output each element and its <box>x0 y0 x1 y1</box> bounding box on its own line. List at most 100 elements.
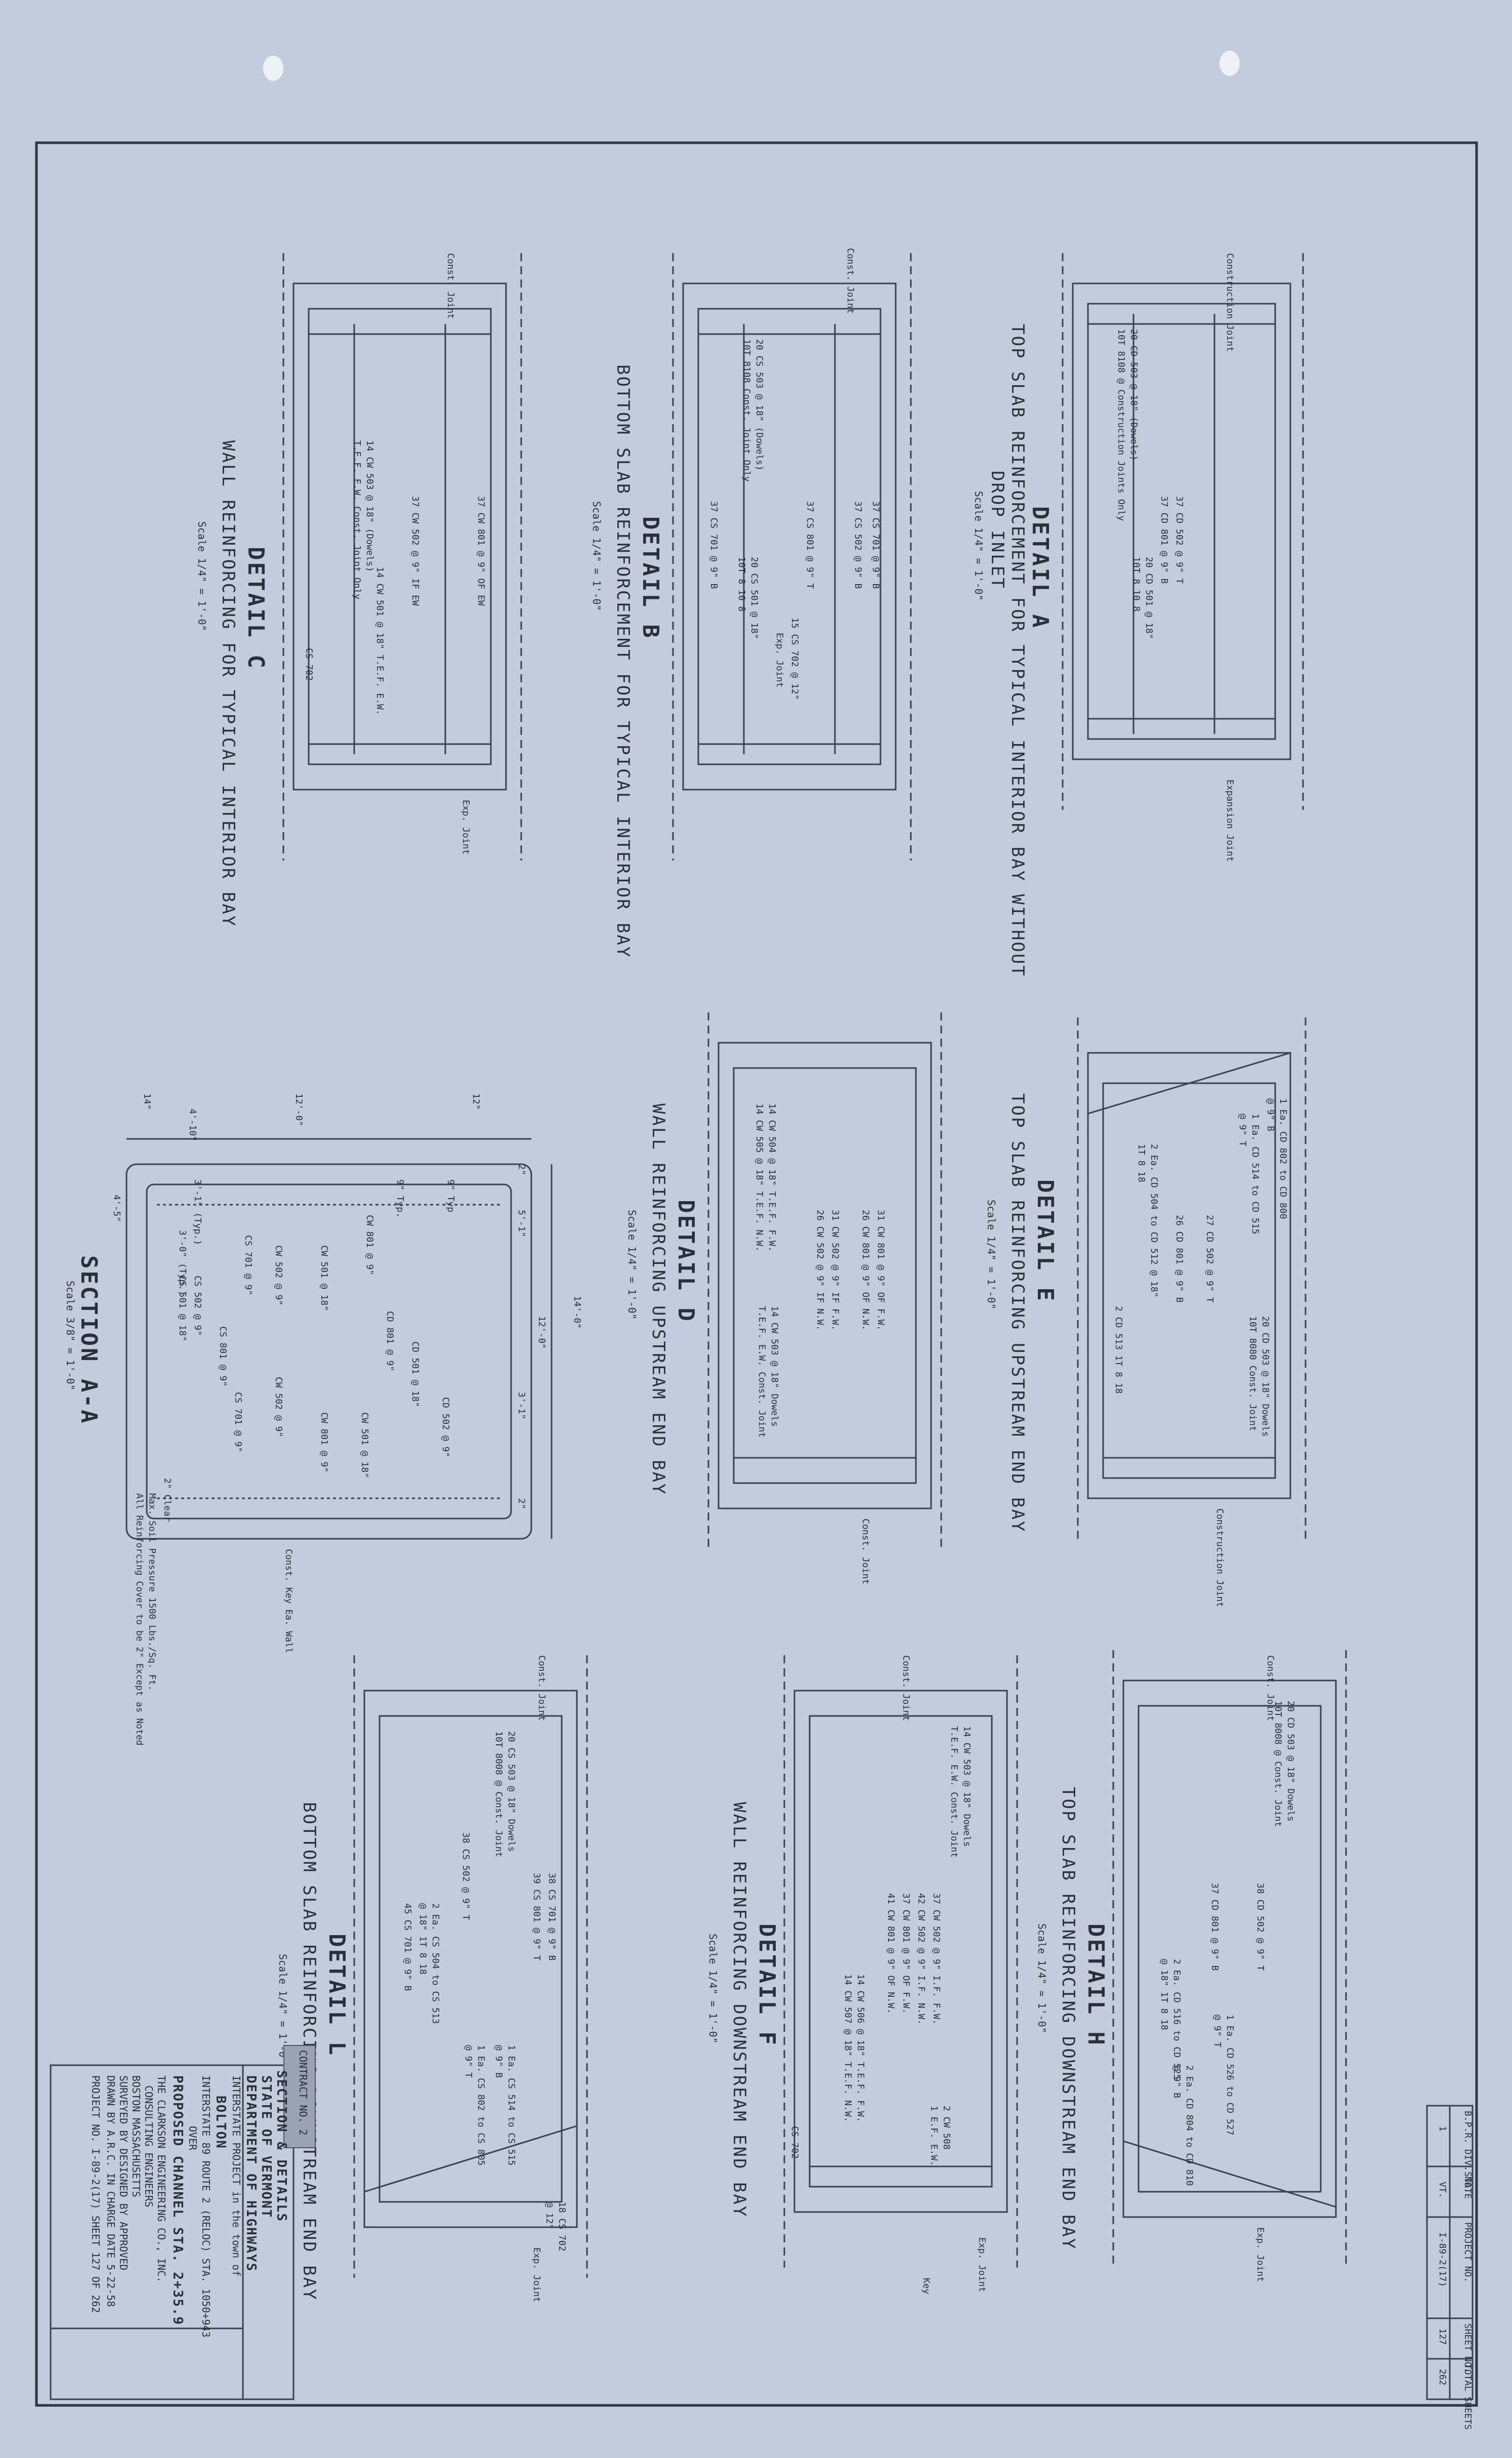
detail-b-note: 10T 8 10 8 <box>736 557 747 612</box>
corner-header: PROJECT NO. <box>1462 2222 1473 2283</box>
detail-f-note: 1 E.F. E.W. <box>929 2106 939 2166</box>
detail-l-note: 1 Ea. CS 514 to CS 515 <box>506 2045 517 2166</box>
detail-l-note: 18 CS 702 <box>557 2202 567 2251</box>
detail-e-note: @ 9" B <box>1265 1098 1276 1132</box>
detail-b-note: Exp. Joint <box>774 633 785 688</box>
detail-l-note: @ 9" B <box>493 2045 504 2078</box>
section-note: CW 502 @ 9" <box>273 1245 284 1306</box>
detail-h-subtitle: TOP SLAB REINFORCING DOWNSTREAM END BAY <box>1058 1787 1078 2250</box>
section-dim: 2" <box>516 1498 527 1509</box>
title-block-line: CONSULTING ENGINEERS <box>143 2085 155 2207</box>
detail-f-note: 2 CW 508 <box>941 2106 952 2150</box>
detail-e-note: 2 Ea. CD 504 to CD 512 @ 18" <box>1149 1144 1159 1298</box>
section-dim: 14" <box>142 1093 152 1110</box>
detail-f-note: 14 CW 503 @ 18" Dowels <box>961 1726 972 1847</box>
detail-h-note: @ 18" 1T 8 18 <box>1159 1959 1169 2030</box>
detail-l-note: Const. Joint <box>536 1655 547 1722</box>
detail-b-note: Const. Joint <box>845 248 856 314</box>
detail-h-note: 38 CD 502 @ 9" T <box>1255 1883 1266 1971</box>
corner-header: STATE <box>1462 2172 1473 2199</box>
title-block-line: BOLTON <box>213 2096 228 2149</box>
detail-b-title: DETAIL B <box>638 516 663 640</box>
detail-a-note: 20 CD 501 @ 18" <box>1144 557 1154 639</box>
section-dim: 4'-5" <box>111 1195 122 1222</box>
detail-f-subtitle: WALL REINFORCING DOWNSTREAM END BAY <box>729 1802 749 2218</box>
detail-h-note: 10T 8008 @ Const. Joint <box>1273 1701 1283 1827</box>
detail-c-note: CS 702 <box>304 648 314 681</box>
section-note: CS 701 @ 9" <box>233 1392 243 1453</box>
detail-b-subtitle: BOTTOM SLAB REINFORCEMENT FOR TYPICAL IN… <box>613 364 633 959</box>
section-note: CW 501 @ 18" <box>359 1412 370 1479</box>
detail-d-note: 26 CW 502 @ 9" IF N.W. <box>815 1210 825 1331</box>
detail-b-note: 10T 8108 Const. Joint Only <box>741 339 752 482</box>
detail-d-subtitle: WALL REINFORCING UPSTREAM END BAY <box>648 1103 668 1496</box>
title-block-line: BOSTON MASSACHUSETTS <box>130 2075 142 2197</box>
detail-c-scale: Scale 1/4" = 1'-0" <box>196 521 208 631</box>
detail-l-note: 1 Ea. CS 802 to CS 805 <box>476 2045 486 2166</box>
section-note: 9" Typ <box>445 1179 456 1213</box>
detail-d-note: 14 CW 504 @ 18" T.E.F. F.W. <box>767 1103 777 1252</box>
detail-h-scale: Scale 1/4" = 1'-0" <box>1036 1923 1048 2033</box>
section-note: CS 502 @ 9" <box>192 1276 203 1336</box>
section-dim: 14'-0" <box>572 1296 582 1329</box>
section-general-note: All Reinforcing Cover to be 2" Except as… <box>134 1493 145 1746</box>
detail-b-note: 20 CS 501 @ 18" <box>749 557 760 639</box>
detail-b-note: 37 CS 701 @ 9" B <box>708 501 719 589</box>
detail-e-note: 1T 8 18 <box>1136 1144 1147 1182</box>
detail-f-title: DETAIL F <box>754 1923 780 2047</box>
title-block-line: PROJECT NO. I-89-2(17) SHEET 127 OF 262 <box>90 2075 102 2313</box>
detail-f-note: CS 702 <box>789 2126 800 2159</box>
detail-e-subtitle: TOP SLAB REINFORCING UPSTREAM END BAY <box>1007 1093 1028 1533</box>
title-block-line: INTERSTATE 89 ROUTE 2 (RELOC) STA. 1050+… <box>200 2075 212 2338</box>
detail-f-note: Key <box>921 2278 932 2295</box>
detail-a-note: 10T 8108 @ Construction Joints Only <box>1116 329 1126 521</box>
detail-f-note: T.E.F. E.W. Const. Joint <box>949 1726 959 1858</box>
detail-l-note: 20 CS 503 @ 18" Dowels <box>506 1731 517 1852</box>
detail-l-note: @ 9" T <box>463 2045 474 2078</box>
section-note: CD 501 @ 18" <box>410 1341 421 1408</box>
title-block-line: PROPOSED CHANNEL STA. 2+35.9 <box>170 2075 185 2326</box>
corner-value: I-89-2(17) <box>1437 2232 1448 2287</box>
title-block-line: SECTION & DETAILS <box>274 2070 289 2223</box>
detail-b-note: 15 CS 702 @ 12" <box>789 618 800 700</box>
detail-a-scale: Scale 1/4" = 1'-0" <box>973 491 985 601</box>
section-aa-title: SECTION A-A <box>76 1255 102 1425</box>
detail-e-note: 10T 8080 Const. Joint <box>1247 1316 1258 1431</box>
section-note: 9" Typ. <box>395 1179 405 1218</box>
detail-b-note: 20 CS 503 @ 18" (Dowels) <box>754 339 765 471</box>
detail-f-note: 14 CW 506 @ 18" T.E.F. F.W. <box>855 1974 866 2122</box>
section-note: CS 501 @ 18" <box>177 1276 188 1342</box>
section-note: Const. Key Ea. Wall <box>283 1549 294 1653</box>
detail-c-note: Exp. Joint <box>460 800 471 855</box>
detail-f-note: 42 CW 502 @ 9" I.F. N.W. <box>916 1893 927 2025</box>
detail-e-note: 26 CD 801 @ 9" B <box>1174 1215 1185 1303</box>
detail-e-note: 1 Ea. CD 514 to CD 515 <box>1250 1114 1261 1235</box>
title-block-line: STATE OF VERMONT <box>259 2075 274 2219</box>
detail-c-note: T.E.F. E.W. Const. Joint Only <box>352 440 362 600</box>
detail-h-note: 37 CD 801 @ 9" B <box>1209 1883 1220 1971</box>
section-note: CD 801 @ 9" <box>385 1311 395 1372</box>
detail-a-note: Expansion Joint <box>1225 780 1235 862</box>
detail-c-note: 37 CW 502 @ 9" IF EW <box>410 496 421 606</box>
detail-a-note: Construction Joint <box>1225 253 1235 352</box>
detail-l-note: 38 CS 701 @ 9" B <box>547 1873 557 1961</box>
detail-a-subtitle-2: DROP INLET <box>987 471 1007 590</box>
detail-e-note: @ 9" T <box>1237 1114 1248 1147</box>
detail-h-note: 20 CD 503 @ 18" Dowels <box>1285 1701 1296 1822</box>
detail-l-note: 38 CS 502 @ 9" T <box>460 1832 471 1920</box>
section-note: CW 801 @ 9" <box>319 1412 329 1473</box>
detail-l-note: 2 Ea. CS 504 to CS 513 <box>430 1903 441 2024</box>
detail-c-note: Const. Joint <box>445 253 456 319</box>
corner-value: 262 <box>1437 2369 1448 2386</box>
detail-l-note: 39 CS 801 @ 9" T <box>531 1873 542 1961</box>
section-note: 3'-1" (Typ.) <box>192 1179 203 1246</box>
detail-c-note: 37 CW 801 @ 9" OF EW <box>476 496 486 606</box>
detail-h-note: 2 Ea. CD 804 to CD 810 <box>1184 2065 1195 2186</box>
title-block-line: DEPARTMENT OF HIGHWAYS <box>243 2075 259 2272</box>
section-dim: 12'-0" <box>536 1316 547 1349</box>
title-block-line: OVER <box>187 2126 199 2151</box>
detail-b-note: 37 CS 801 @ 9" T <box>805 501 815 589</box>
detail-a-note: 37 CD 502 @ 9" T <box>1174 496 1185 584</box>
detail-a-note: 20 CD 503 @ 18" (Dowels) <box>1128 329 1139 461</box>
